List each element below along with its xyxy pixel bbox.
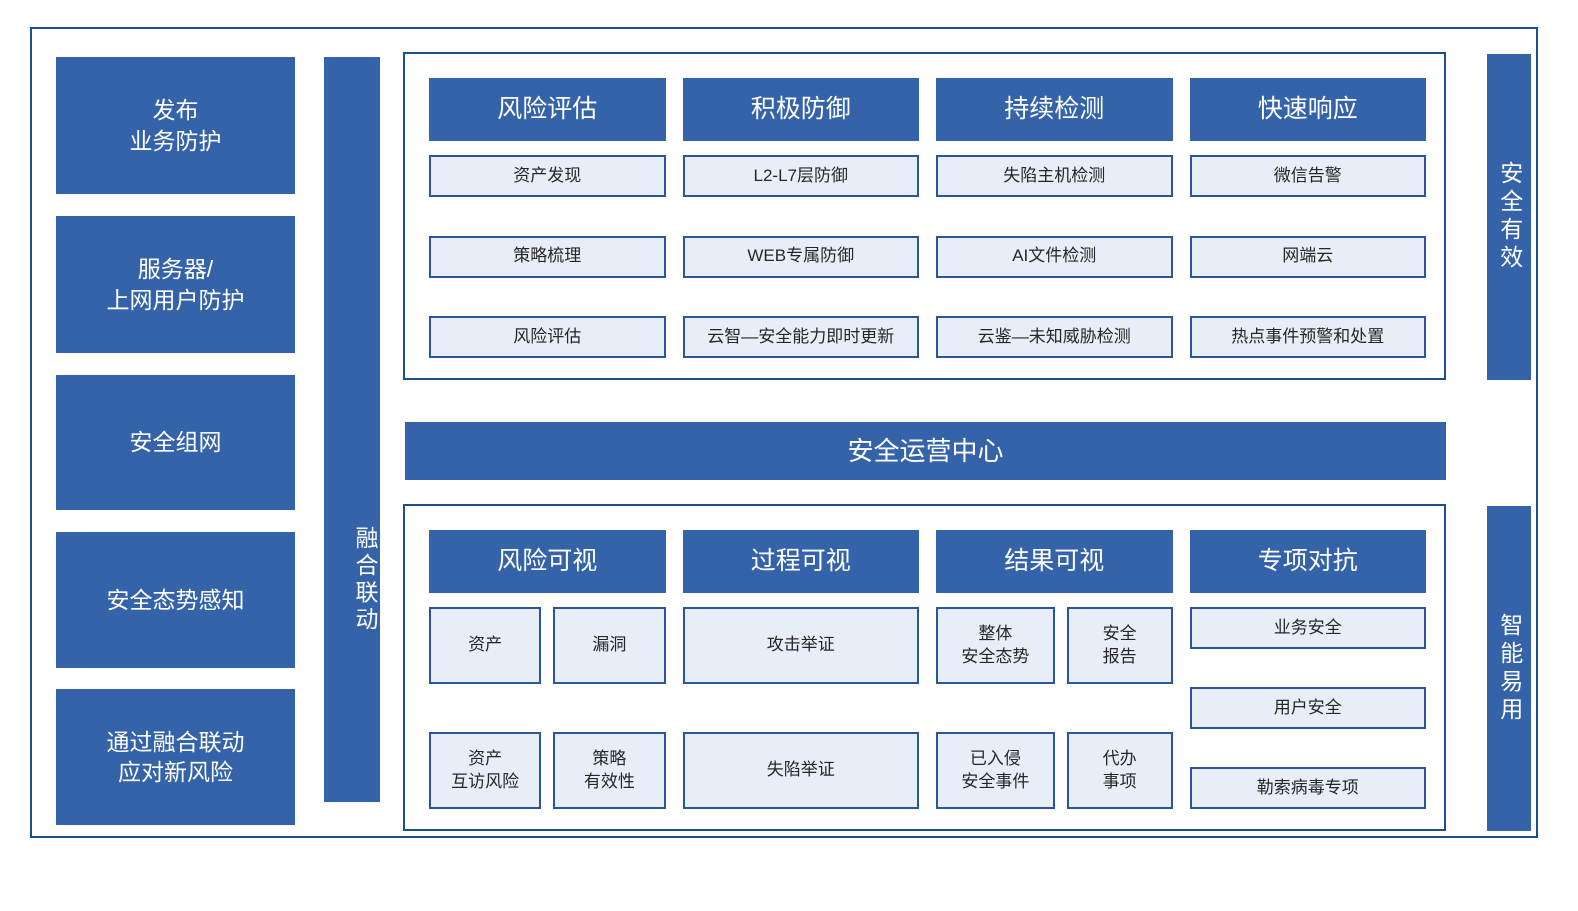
sidebar-intelligent-easy-to-use: 智能易用 — [1487, 506, 1531, 831]
column-header-risk-assessment[interactable]: 风险评估 — [429, 78, 666, 141]
stage-column: 发布 业务防护 服务器/ 上网用户防护 安全组网 安全态势感知 通过融合联动 应… — [56, 57, 295, 825]
column-header-special-confrontation[interactable]: 专项对抗 — [1189, 530, 1426, 593]
item-intruded-security-events[interactable]: 已入侵 安全事件 — [936, 732, 1055, 809]
split-row: 资产 漏洞 — [429, 607, 666, 684]
column-body-rapid-response: 微信告警 网端云 热点事件预警和处置 — [1189, 141, 1426, 358]
stage-card-secure-networking[interactable]: 安全组网 — [56, 375, 295, 510]
protection-panel: 风险评估 资产发现 策略梳理 风险评估 积极防御 L2-L7层防御 WEB专属防… — [403, 52, 1446, 380]
column-risk-visibility: 风险可视 资产 漏洞 资产 互访风险 策略 有效性 — [429, 530, 666, 809]
item-todo-items[interactable]: 代办 事项 — [1066, 732, 1173, 809]
item-web-dedicated-defense[interactable]: WEB专属防御 — [682, 235, 919, 278]
column-body-special-confrontation: 业务安全 用户安全 勒索病毒专项 — [1189, 593, 1426, 809]
item-vulnerability[interactable]: 漏洞 — [553, 607, 666, 684]
item-yunjian-unknown-threat-detection[interactable]: 云鉴—未知威胁检测 — [936, 316, 1173, 358]
column-result-visibility: 结果可视 整体 安全态势 安全 报告 已入侵 安全事件 代办 事项 — [936, 530, 1173, 809]
column-header-process-visibility[interactable]: 过程可视 — [682, 530, 919, 593]
column-continuous-detection: 持续检测 失陷主机检测 AI文件检测 云鉴—未知威胁检测 — [936, 78, 1173, 358]
item-business-security[interactable]: 业务安全 — [1189, 607, 1426, 649]
column-body-risk-assessment: 资产发现 策略梳理 风险评估 — [429, 141, 666, 358]
column-rapid-response: 快速响应 微信告警 网端云 热点事件预警和处置 — [1189, 78, 1426, 358]
item-user-security[interactable]: 用户安全 — [1189, 687, 1426, 729]
visibility-panel: 风险可视 资产 漏洞 资产 互访风险 策略 有效性 过程可视 — [403, 504, 1446, 831]
column-body-continuous-detection: 失陷主机检测 AI文件检测 云鉴—未知威胁检测 — [936, 141, 1173, 358]
item-ai-file-detection[interactable]: AI文件检测 — [936, 235, 1173, 278]
item-asset[interactable]: 资产 — [429, 607, 542, 684]
item-l2-l7-defense[interactable]: L2-L7层防御 — [682, 155, 919, 197]
item-policy-effectiveness[interactable]: 策略 有效性 — [553, 732, 666, 809]
visibility-column-grid: 风险可视 资产 漏洞 资产 互访风险 策略 有效性 过程可视 — [429, 530, 1426, 809]
column-body-result-visibility: 整体 安全态势 安全 报告 已入侵 安全事件 代办 事项 — [936, 593, 1173, 809]
stage-card-security-situation-awareness[interactable]: 安全态势感知 — [56, 532, 295, 668]
split-row: 整体 安全态势 安全 报告 — [936, 607, 1173, 684]
item-asset-discovery[interactable]: 资产发现 — [429, 155, 666, 197]
column-process-visibility: 过程可视 攻击举证 失陷举证 — [682, 530, 919, 809]
column-body-risk-visibility: 资产 漏洞 资产 互访风险 策略 有效性 — [429, 593, 666, 809]
column-active-defense: 积极防御 L2-L7层防御 WEB专属防御 云智—安全能力即时更新 — [682, 78, 919, 358]
column-body-active-defense: L2-L7层防御 WEB专属防御 云智—安全能力即时更新 — [682, 141, 919, 358]
item-hotspot-event-warning[interactable]: 热点事件预警和处置 — [1189, 316, 1426, 358]
split-row: 资产 互访风险 策略 有效性 — [429, 732, 666, 809]
item-ransomware-special[interactable]: 勒索病毒专项 — [1189, 767, 1426, 809]
column-header-result-visibility[interactable]: 结果可视 — [936, 530, 1173, 593]
column-header-risk-visibility[interactable]: 风险可视 — [429, 530, 666, 593]
column-header-active-defense[interactable]: 积极防御 — [682, 78, 919, 141]
item-risk-assessment[interactable]: 风险评估 — [429, 316, 666, 358]
stage-card-new-risk-response[interactable]: 通过融合联动 应对新风险 — [56, 689, 295, 825]
item-security-report[interactable]: 安全 报告 — [1066, 607, 1173, 684]
column-special-confrontation: 专项对抗 业务安全 用户安全 勒索病毒专项 — [1189, 530, 1426, 809]
split-row: 已入侵 安全事件 代办 事项 — [936, 732, 1173, 809]
column-header-continuous-detection[interactable]: 持续检测 — [936, 78, 1173, 141]
item-yunzhi-realtime-update[interactable]: 云智—安全能力即时更新 — [682, 316, 919, 358]
protection-column-grid: 风险评估 资产发现 策略梳理 风险评估 积极防御 L2-L7层防御 WEB专属防… — [429, 78, 1426, 358]
item-compromise-evidence[interactable]: 失陷举证 — [682, 732, 919, 809]
item-overall-security-posture[interactable]: 整体 安全态势 — [936, 607, 1055, 684]
stage-card-publish-business-protection[interactable]: 发布 业务防护 — [56, 57, 295, 194]
linkage-vertical-bar: 融合联动 — [324, 57, 380, 802]
column-header-rapid-response[interactable]: 快速响应 — [1189, 78, 1426, 141]
item-compromised-host-detection[interactable]: 失陷主机检测 — [936, 155, 1173, 197]
security-operations-center-bar[interactable]: 安全运营中心 — [405, 422, 1446, 480]
item-policy-review[interactable]: 策略梳理 — [429, 235, 666, 278]
column-body-process-visibility: 攻击举证 失陷举证 — [682, 593, 919, 809]
item-attack-evidence[interactable]: 攻击举证 — [682, 607, 919, 684]
item-wechat-alert[interactable]: 微信告警 — [1189, 155, 1426, 197]
architecture-diagram: 发布 业务防护 服务器/ 上网用户防护 安全组网 安全态势感知 通过融合联动 应… — [30, 27, 1538, 838]
item-network-endpoint-cloud[interactable]: 网端云 — [1189, 235, 1426, 278]
sidebar-security-effective: 安全有效 — [1487, 54, 1531, 380]
column-risk-assessment: 风险评估 资产发现 策略梳理 风险评估 — [429, 78, 666, 358]
right-stack: 风险评估 资产发现 策略梳理 风险评估 积极防御 L2-L7层防御 WEB专属防… — [403, 52, 1531, 831]
stage-card-server-user-protection[interactable]: 服务器/ 上网用户防护 — [56, 216, 295, 353]
item-asset-mutual-access-risk[interactable]: 资产 互访风险 — [429, 732, 542, 809]
